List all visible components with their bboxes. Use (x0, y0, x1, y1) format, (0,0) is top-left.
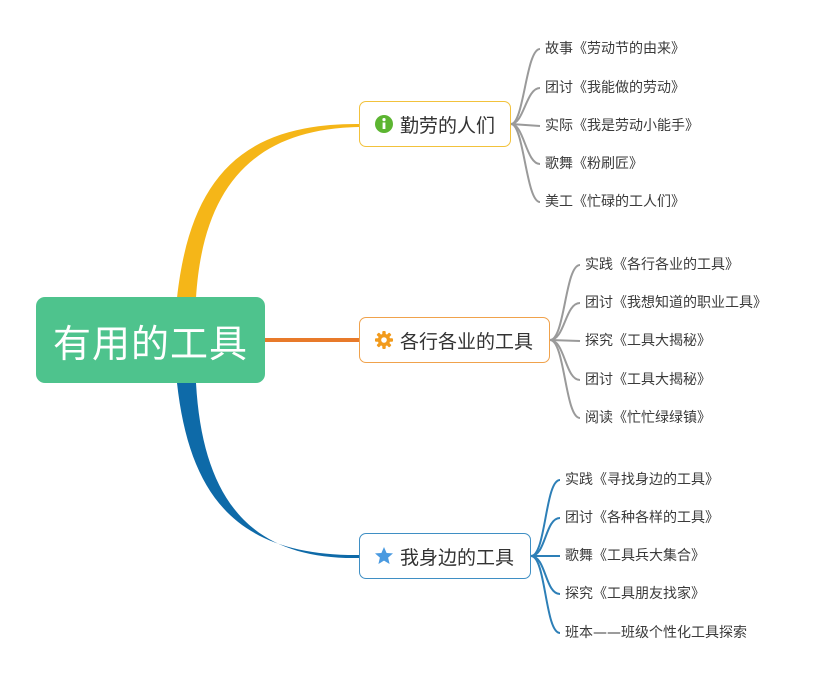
leaf-3-1[interactable]: 实践《寻找身边的工具》 (565, 472, 719, 488)
connector-leaves-2 (549, 264, 581, 419)
branch-topic-1-label: 勤劳的人们 (400, 114, 496, 137)
leaf-1-1[interactable]: 故事《劳动节的由来》 (545, 41, 685, 57)
leaf-1-3[interactable]: 实际《我是劳动小能手》 (545, 118, 699, 134)
branch-topic-3[interactable]: 我身边的工具 (359, 533, 531, 579)
leaf-1-2[interactable]: 团讨《我能做的劳动》 (545, 80, 685, 96)
leaf-2-2[interactable]: 团讨《我想知道的职业工具》 (585, 295, 767, 311)
leaf-2-3[interactable]: 探究《工具大揭秘》 (585, 333, 711, 349)
leaf-3-5[interactable]: 班本——班级个性化工具探索 (565, 625, 747, 641)
info-icon (374, 114, 394, 134)
root-topic[interactable]: 有用的工具 (36, 297, 265, 383)
branch-topic-3-label: 我身边的工具 (400, 546, 515, 569)
branch-topic-2[interactable]: 各行各业的工具 (359, 317, 550, 363)
leaf-2-5[interactable]: 阅读《忙忙绿绿镇》 (585, 410, 711, 426)
branch-topic-2-label: 各行各业的工具 (400, 330, 534, 353)
connector-branch-1 (177, 123, 359, 298)
leaf-1-4[interactable]: 歌舞《粉刷匠》 (545, 156, 643, 172)
leaf-2-4[interactable]: 团讨《工具大揭秘》 (585, 372, 711, 388)
branch-topic-1[interactable]: 勤劳的人们 (359, 101, 511, 147)
root-topic-label: 有用的工具 (52, 321, 248, 366)
gear-icon (374, 330, 394, 350)
leaf-3-4[interactable]: 探究《工具朋友找家》 (565, 586, 705, 602)
connector-branch-3 (177, 383, 359, 559)
connector-leaves-1 (510, 48, 541, 203)
leaf-2-1[interactable]: 实践《各行各业的工具》 (585, 257, 739, 273)
leaf-3-3[interactable]: 歌舞《工具兵大集合》 (565, 548, 705, 564)
connector-leaves-3 (530, 479, 561, 634)
leaf-3-2[interactable]: 团讨《各种各样的工具》 (565, 510, 719, 526)
star-icon (374, 546, 394, 566)
leaf-1-5[interactable]: 美工《忙碌的工人们》 (545, 194, 685, 210)
